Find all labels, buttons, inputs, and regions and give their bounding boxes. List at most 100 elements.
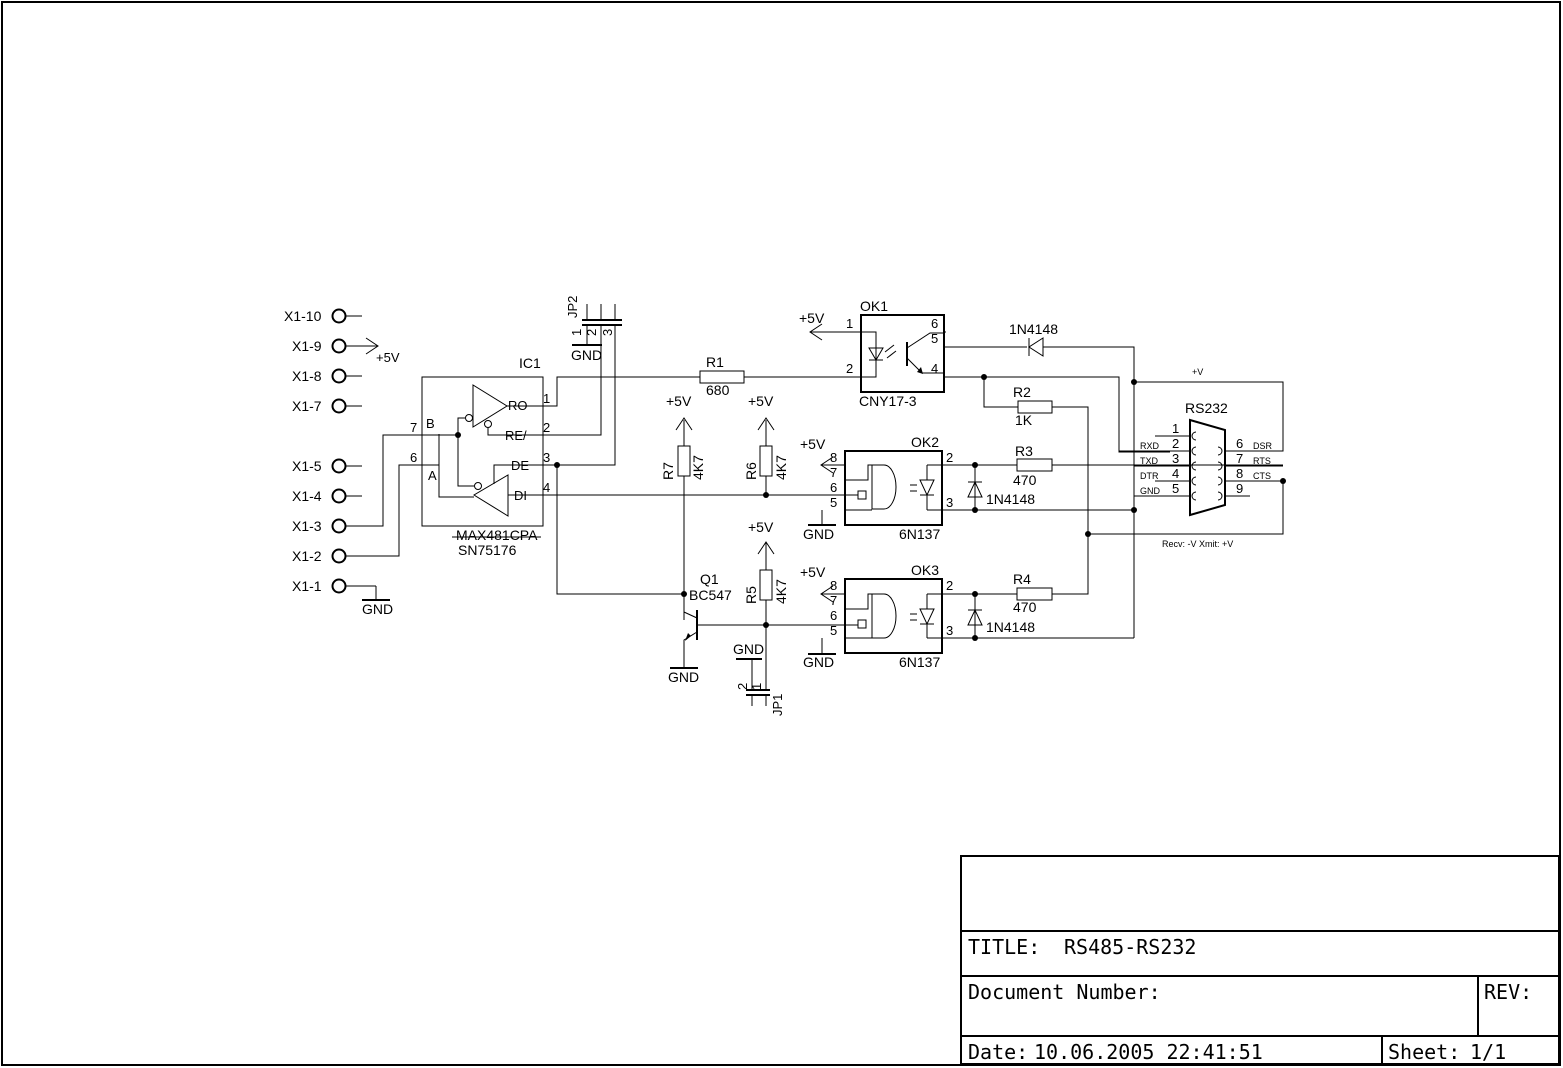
ok2-pin: 6 [830,480,837,495]
rs232-pin: 5 [1172,481,1179,496]
ok2-pin: 5 [830,495,837,510]
jp2-pin: 3 [600,329,615,336]
r3-ref: R3 [1015,443,1033,459]
rs232-note: Recv: -V Xmit: +V [1162,539,1233,549]
rs232-signal: TXD [1140,456,1159,466]
ok2-pin: 2 [946,450,953,465]
r6-ref: R6 [743,462,759,480]
r7-value: 4K7 [690,455,706,480]
x1-pin-label: X1-4 [292,488,322,504]
wire [346,434,422,527]
diode-d3: 1N4148 [967,591,1035,641]
q1-part: BC547 [689,587,732,603]
ic1-pin-re: RE/ [505,428,527,443]
r7-vcc-label: +5V [666,393,692,409]
wire [556,465,684,595]
optocoupler-ok1: OK1 CNY17-3 1 2 6 5 4 +5V [799,298,945,409]
rs232-signal: RTS [1253,456,1271,466]
jp2-pin: 1 [569,329,584,336]
transistor-q1: Q1 BC547 GND [668,571,858,685]
wire [1088,480,1284,535]
ok2-pin: 8 [830,450,837,465]
resistor-r3: R3 470 [1013,443,1053,488]
r2-value: 1K [1015,412,1033,428]
date-value: 10.06.2005 22:41:51 [1034,1040,1263,1064]
jp1-gnd-label: GND [733,641,764,657]
title-block: TITLE: RS485-RS232 Document Number: REV:… [960,855,1560,1065]
x1-pin-label: X1-5 [292,458,322,474]
r5-value: 4K7 [773,579,789,604]
ok2-part: 6N137 [899,526,940,542]
jumper-jp2: JP2 1 2 3 GND [543,296,622,466]
r7-ref: R7 [660,462,676,480]
wire [983,377,1018,408]
optocoupler-ok2: OK2 6N137 8 7 6 5 2 3 +5V GND [800,434,953,542]
diode-d2: 1N4148 [967,462,1035,513]
ok2-gnd-label: GND [803,526,834,542]
ic1-pin-de: DE [511,458,529,473]
jp2-gnd-label: GND [571,347,602,363]
ok3-pin: 2 [946,578,953,593]
rs232-pin: 8 [1236,466,1243,481]
rs232-pin: 7 [1236,451,1243,466]
resistor-r5: +5V R5 4K7 [743,519,789,690]
r5-ref: R5 [743,586,759,604]
x1-pin-label: X1-8 [292,368,322,384]
ic1-transceiver: IC1 MAX481CPA SN75176 RO RE/ DE DI B A 1… [410,355,550,558]
sheet-label: Sheet: [1388,1040,1460,1064]
ok3-pin: 7 [830,593,837,608]
rs232-signal: GND [1140,486,1161,496]
wire [944,376,1170,453]
ok2-vcc-label: +5V [800,436,826,452]
r4-ref: R4 [1013,571,1031,587]
x1-pin-label: X1-10 [284,308,322,324]
rs232-signal: DSR [1253,441,1273,451]
title-value: RS485-RS232 [1064,935,1196,959]
x1-gnd-label: GND [362,601,393,617]
x1-pin-label: X1-7 [292,398,322,414]
wire [1052,406,1089,595]
jp1-pin: 1 [749,683,764,690]
ok1-vcc-label: +5V [799,310,825,326]
ok1-ref: OK1 [860,298,888,314]
ok1-pin: 4 [931,361,938,376]
rs232-pin: 4 [1172,466,1179,481]
ok2-pin: 7 [830,465,837,480]
ic1-ref: IC1 [519,355,541,371]
r6-value: 4K7 [773,455,789,480]
ic1-pinnum: 3 [543,450,550,465]
x1-vcc-label: +5V [376,350,400,365]
rs232-signal: DTR [1140,471,1159,481]
ic1-pinnum: 1 [543,391,550,406]
jumper-jp1: GND 2 1 JP1 [733,641,785,716]
ic1-pinnum: 6 [410,450,417,465]
ok1-pin: 2 [846,361,853,376]
date-label: Date: [968,1040,1028,1064]
ic1-pinnum: 4 [543,480,550,495]
rs232-pin: 2 [1172,436,1179,451]
r2-ref: R2 [1013,384,1031,400]
ic1-pin-a: A [428,468,437,483]
r1-ref: R1 [706,354,724,370]
ic1-pin-di: DI [514,488,527,503]
jp1-ref: JP1 [770,694,785,716]
rs232-ref: RS232 [1185,400,1228,416]
rs232-pin: 6 [1236,436,1243,451]
jp1-pin: 2 [735,683,750,690]
ok2-ref: OK2 [911,434,939,450]
x1-pin-label: X1-1 [292,578,322,594]
x1-pin-label: X1-9 [292,338,322,354]
x1-pin-label: X1-2 [292,548,322,564]
wire [346,464,422,557]
ic1-pin-b: B [426,416,435,431]
rs232-pin: 3 [1172,451,1179,466]
ok1-pin: 1 [846,316,853,331]
d1-part: 1N4148 [1009,321,1058,337]
resistor-r4: R4 470 [1013,571,1053,615]
resistor-r7: +5V R7 4K7 [660,393,706,620]
x1-pin-label: X1-3 [292,518,322,534]
rs232-signal: CTS [1253,471,1271,481]
ok3-pin: 5 [830,623,837,638]
document-number-label: Document Number: [968,980,1161,1004]
